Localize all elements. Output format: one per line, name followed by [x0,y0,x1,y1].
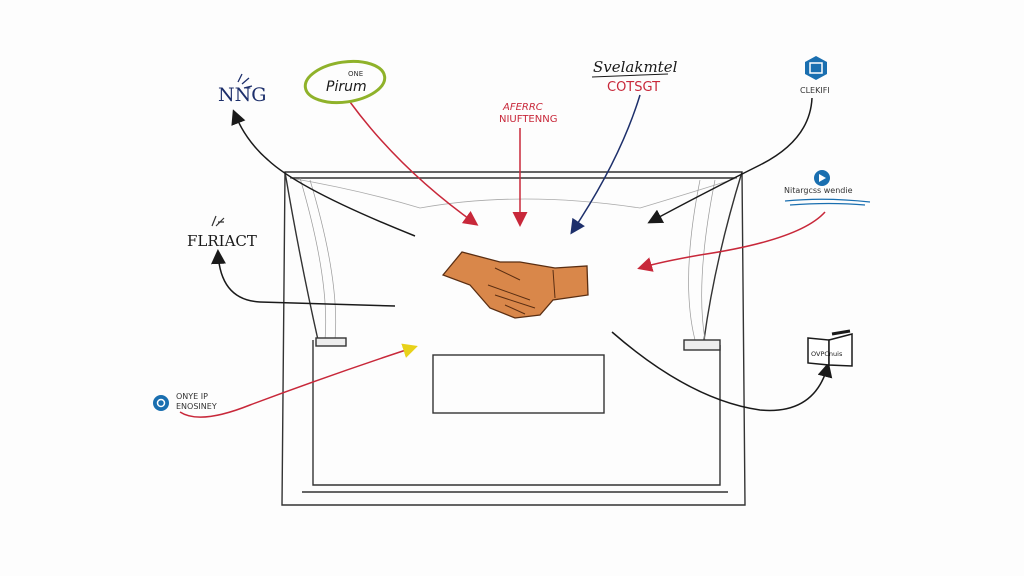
arrow-onye [179,343,418,418]
underline [591,73,669,78]
label-nitargcss: Nitargcss wendie [784,186,853,195]
wave-underline [784,198,871,206]
arrow-clekifi [647,97,813,224]
label-pirum: Pirum [326,79,367,95]
label-onye-2: ENOSINEY [176,402,217,411]
label-flriact: FLRIACT [187,232,257,250]
open-book-icon [807,329,853,367]
arrow-svelak [570,94,641,235]
label-book: OVPCnuis [811,350,843,358]
label-aferrc: AFERRC [502,102,543,113]
stage-screen [432,354,605,414]
leaf-sprig-icon [237,73,253,89]
pirum-ellipse [303,59,387,105]
label-clekifi: CLEKIFI [800,86,830,95]
arrow-nitargcss [637,211,826,272]
label-svelak: Svelakmtel [593,58,678,76]
circle-logo-icon [153,395,169,411]
handshake-icon [441,251,589,319]
play-circle-icon [814,170,830,186]
label-onye-1: ONYE IP [176,392,208,401]
arrows [179,94,833,418]
arrow-pirum [349,101,479,226]
arrow-nng [231,109,416,237]
stage-frame [281,171,746,506]
hexagon-logo-icon [805,56,827,80]
leaf-sprig-icon [211,215,225,227]
label-niuftenng: NIUFTENNG [499,114,557,125]
label-nng: NNG [218,84,266,106]
arrow-flriact [211,249,396,307]
label-pirum-small: ONE [348,70,363,78]
arrow-book [611,331,833,412]
label-cotsgt: COTSGT [607,80,660,95]
